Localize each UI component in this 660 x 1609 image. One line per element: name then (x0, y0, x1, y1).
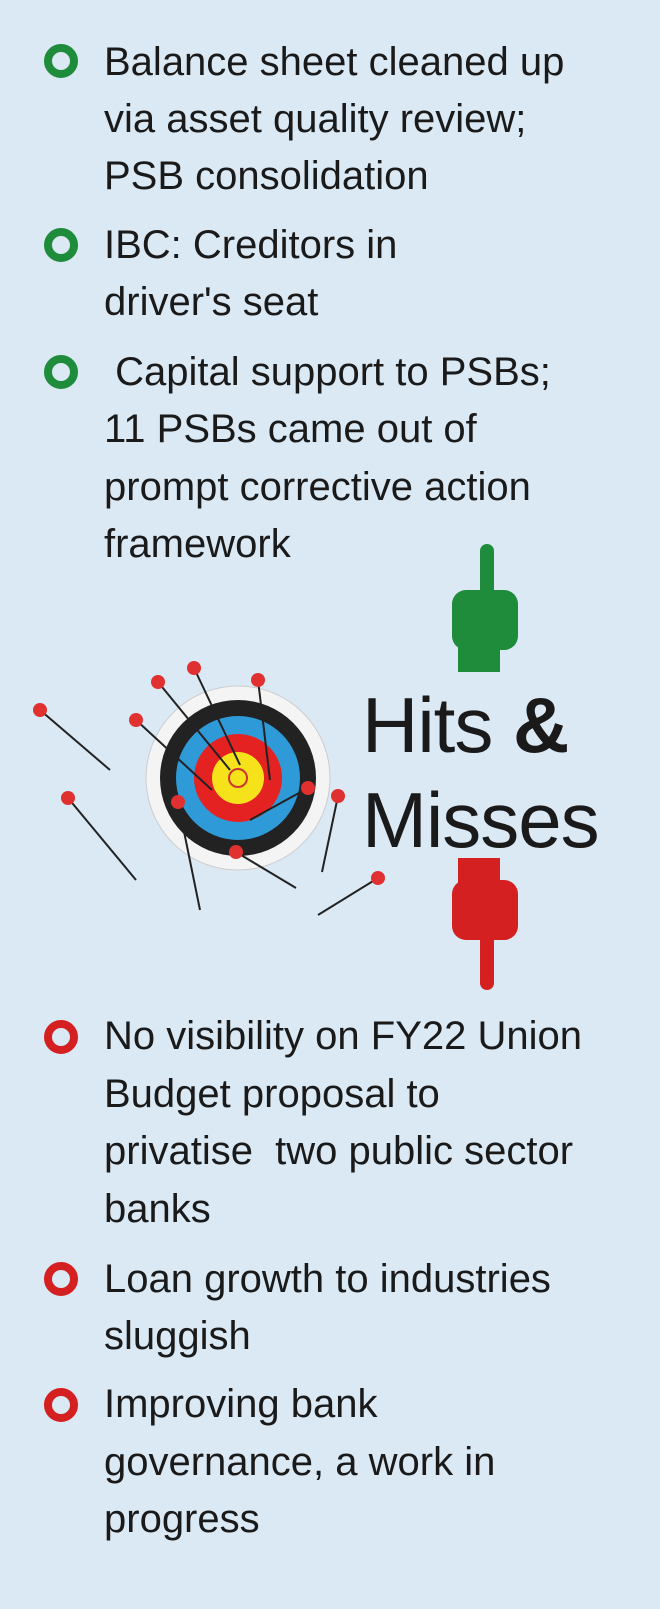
hit-line: framework (104, 522, 291, 566)
miss-line: progress (104, 1497, 260, 1541)
miss-line: sluggish (104, 1314, 251, 1358)
title-ampersand: & (513, 681, 569, 769)
miss-line: banks (104, 1187, 211, 1231)
miss-line: governance, a work in (104, 1440, 496, 1484)
hit-line: Balance sheet cleaned up (104, 40, 565, 84)
title-misses: Misses (362, 776, 600, 864)
green-bullet-icon (44, 44, 78, 78)
miss-line: Improving bank (104, 1382, 378, 1426)
arrow-fletching-icon (33, 661, 385, 885)
miss-line: privatise two public sector (104, 1129, 574, 1173)
hit-line: Capital support to PSBs; (104, 350, 551, 394)
hit-line: 11 PSBs came out of (104, 407, 477, 451)
hit-line: via asset quality review; (104, 97, 527, 141)
hit-line: driver's seat (104, 280, 319, 324)
hit-line: PSB consolidation (104, 154, 429, 198)
archery-target-icon (145, 685, 331, 871)
green-bullet-icon (44, 228, 78, 262)
red-bullet-icon (44, 1020, 78, 1054)
miss-line: Budget proposal to (104, 1072, 440, 1116)
thumbs-down-hand-icon (452, 858, 518, 990)
miss-line: No visibility on FY22 Union (104, 1014, 582, 1058)
green-bullet-icon (44, 355, 78, 389)
thumbs-up-hand-icon (452, 544, 518, 672)
target-illustration (33, 544, 518, 990)
arrows-icon (39, 667, 379, 916)
miss-line: Loan growth to industries (104, 1257, 551, 1301)
red-bullet-icon (44, 1388, 78, 1422)
red-bullet-icon (44, 1262, 78, 1296)
title-word-hits: Hits (362, 681, 493, 769)
hit-line: prompt corrective action (104, 465, 531, 509)
hit-line: IBC: Creditors in (104, 223, 398, 267)
title-hits: Hits & (362, 680, 569, 770)
